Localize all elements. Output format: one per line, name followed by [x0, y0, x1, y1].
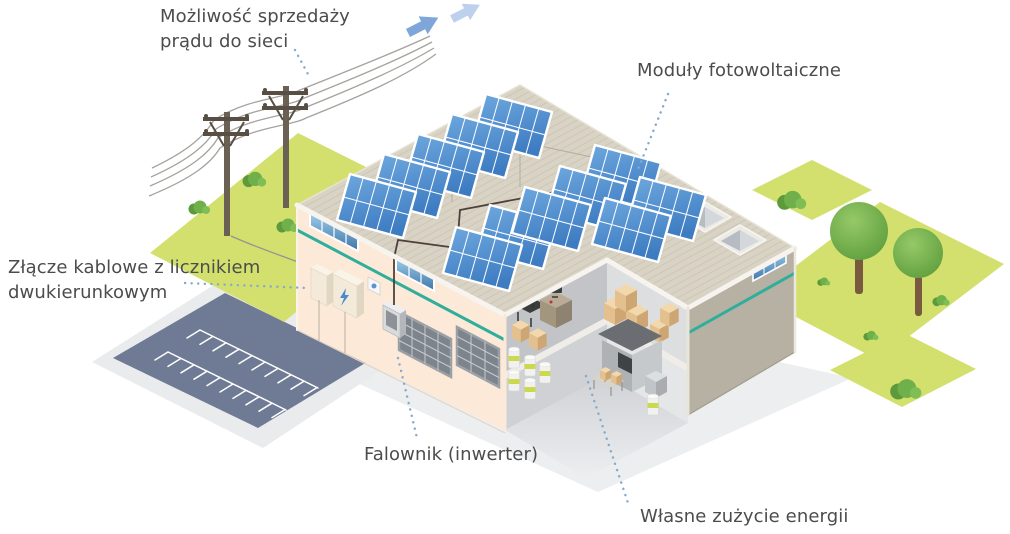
building-interior-cutaway	[505, 260, 688, 478]
facade-teal-stripe	[296, 228, 506, 342]
facade-teal-stripe	[687, 271, 796, 335]
building	[294, 84, 798, 478]
building-front-wall	[296, 205, 506, 434]
conveyor-table	[592, 367, 624, 396]
office-desk	[516, 283, 572, 328]
grid-export-arrows-icon	[403, 0, 485, 42]
industrial-grid-window	[455, 324, 501, 390]
factory-machine	[598, 319, 662, 392]
tree	[830, 202, 888, 294]
bush-icon	[188, 200, 210, 215]
label-pv-modules: Moduły fotowoltaiczne	[637, 60, 842, 81]
tree	[893, 228, 943, 316]
meter-box	[332, 269, 364, 353]
dc-cable	[393, 190, 561, 305]
inverter-unit	[382, 301, 406, 339]
leader-self-consumption	[584, 374, 630, 505]
parking-lines	[154, 329, 319, 419]
roof-skylight	[712, 224, 768, 256]
leader-pv-modules	[635, 92, 670, 174]
label-meter-connector: Złącze kablowe z licznikiem dwukierunkow…	[8, 257, 261, 303]
parking-lot	[113, 293, 367, 428]
cable-junction-box	[310, 264, 333, 341]
label-inverter: Falownik (inwerter)	[364, 444, 539, 465]
utility-poles	[203, 86, 308, 236]
label-self-consumption: Własne zużycie energii	[640, 506, 849, 527]
small-wall-box	[367, 276, 381, 296]
utility-cart	[645, 371, 667, 398]
leader-meter-connector	[183, 281, 310, 290]
utility-pole	[203, 112, 249, 236]
right-grass-patches	[752, 160, 1004, 407]
leader-lines	[183, 48, 670, 505]
lightning-bolt-icon	[340, 288, 349, 306]
utility-pole	[262, 86, 308, 208]
label-grid-export: Możliwość sprzedaży prądu do sieci	[160, 6, 350, 52]
building-edges	[294, 202, 798, 432]
leader-inverter	[396, 356, 419, 440]
